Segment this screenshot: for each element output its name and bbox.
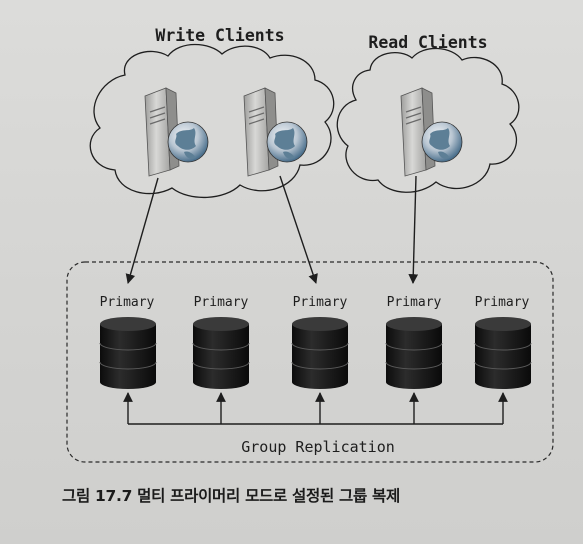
database-icon — [385, 317, 443, 389]
node-1-label: Primary — [100, 295, 155, 310]
globe-icon — [266, 121, 308, 163]
write-clients-title: Write Clients — [155, 26, 284, 45]
node-4-label: Primary — [387, 295, 442, 310]
write-arrow-2 — [279, 175, 318, 284]
write-clients-cloud — [89, 43, 335, 199]
group-replication-label: Group Replication — [241, 438, 395, 456]
database-icon — [291, 317, 349, 389]
database-icon — [474, 317, 532, 389]
replication-group-border — [66, 261, 554, 463]
read-clients-title: Read Clients — [368, 33, 487, 52]
write-client-server-1 — [144, 87, 209, 177]
database-icon — [192, 317, 250, 389]
read-client-server — [400, 87, 463, 177]
read-arrow — [408, 175, 419, 284]
node-2-label: Primary — [194, 295, 249, 310]
figure-caption: 그림 17.7 멀티 프라이머리 모드로 설정된 그룹 복제 — [62, 487, 400, 505]
write-arrow-1 — [125, 177, 159, 284]
globe-icon — [167, 121, 209, 163]
database-icon — [99, 317, 157, 389]
node-3-label: Primary — [293, 295, 348, 310]
node-5-label: Primary — [475, 295, 530, 310]
globe-icon — [421, 121, 463, 163]
write-client-server-2 — [243, 87, 308, 177]
